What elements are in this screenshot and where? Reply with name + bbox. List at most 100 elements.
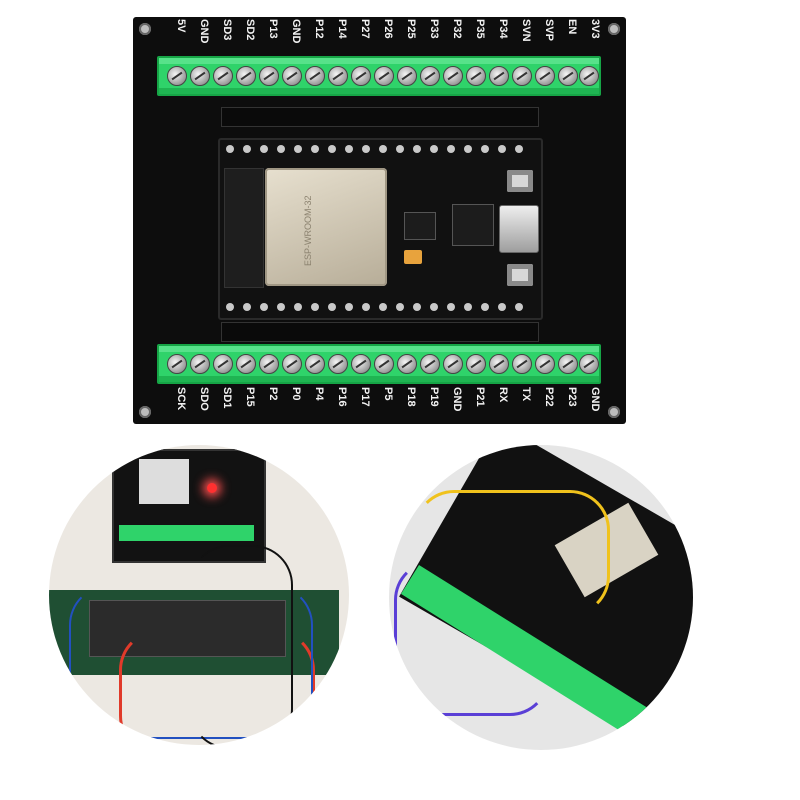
pin-label: SVP (543, 19, 555, 42)
pin-label: P21 (474, 387, 486, 407)
pin-label: P34 (497, 19, 509, 39)
screw-icon (512, 354, 532, 374)
red-led-icon (207, 483, 217, 493)
pin-label: SCK (175, 387, 187, 411)
top-screw-terminal (157, 56, 601, 96)
pin-label: P22 (543, 387, 555, 407)
bottom-screw-terminal (157, 344, 601, 384)
wire-black (189, 545, 293, 745)
closeup-photo-right (389, 445, 693, 750)
screw-icon (489, 354, 509, 374)
pin-label: TX (520, 387, 532, 402)
pin-label: P4 (313, 387, 325, 401)
screw-icon (535, 66, 555, 86)
esp-top-pins (226, 144, 532, 154)
screw-icon (351, 354, 371, 374)
screw-icon (190, 66, 210, 86)
screw-icon (443, 66, 463, 86)
pin-label: P14 (336, 19, 348, 39)
pin-label: P0 (290, 387, 302, 401)
pin-label: GND (290, 19, 302, 44)
antenna-area (224, 168, 264, 288)
screw-icon (535, 354, 555, 374)
screw-icon (579, 66, 599, 86)
pin-label: P15 (244, 387, 256, 407)
screw-icon (167, 66, 187, 86)
pin-label: GND (198, 19, 210, 44)
pin-label: P32 (451, 19, 463, 39)
screw-icon (420, 354, 440, 374)
mount-hole-bottom-left (139, 406, 151, 418)
usb-port-icon (499, 205, 539, 253)
mount-hole-top-left (139, 23, 151, 35)
pin-label: P18 (405, 387, 417, 407)
mini-terminal (119, 525, 254, 541)
pin-label: P27 (359, 19, 371, 39)
screw-icon (236, 354, 256, 374)
pin-label: P16 (336, 387, 348, 407)
pin-label: SD1 (221, 387, 233, 409)
tantalum-cap (404, 250, 422, 264)
pin-label: 5V (175, 19, 187, 33)
pin-label: P33 (428, 19, 440, 39)
pin-label: P12 (313, 19, 325, 39)
boot-button (507, 170, 533, 192)
pin-label: P19 (428, 387, 440, 407)
screw-icon (374, 354, 394, 374)
pin-label: GND (589, 387, 601, 412)
pin-label: SD2 (244, 19, 256, 41)
screw-icon (282, 354, 302, 374)
barrier-strip (89, 600, 286, 657)
pin-label: RX (497, 387, 509, 403)
usb-uart-chip (452, 204, 494, 246)
screw-icon (305, 66, 325, 86)
pin-label: GND (451, 387, 463, 412)
screw-icon (512, 66, 532, 86)
mini-board (112, 449, 266, 563)
screw-icon (558, 66, 578, 86)
wire-red (119, 630, 315, 745)
pin-label: P2 (267, 387, 279, 401)
pin-label: P13 (267, 19, 279, 39)
screw-icon (397, 66, 417, 86)
screw-icon (259, 354, 279, 374)
wire-yellow (414, 490, 610, 616)
mini-module (139, 459, 189, 504)
screw-icon (213, 354, 233, 374)
screw-icon (167, 354, 187, 374)
module-text: ESP-WROOM-32 (303, 195, 313, 266)
screw-icon (443, 354, 463, 374)
esp32-devkit: ESP-WROOM-32 (218, 138, 543, 320)
bottom-female-header (221, 322, 539, 342)
screw-icon (374, 66, 394, 86)
pin-label: P26 (382, 19, 394, 39)
reset-button (507, 264, 533, 286)
screw-icon (236, 66, 256, 86)
screw-icon (558, 354, 578, 374)
screw-icon (259, 66, 279, 86)
mount-hole-top-right (608, 23, 620, 35)
screw-icon (420, 66, 440, 86)
pin-label: P35 (474, 19, 486, 39)
screw-icon (466, 354, 486, 374)
bottom-pin-labels: SCK SDO SD1 P15 P2 P0 P4 P16 P17 P5 P18 … (133, 387, 626, 423)
esp-bottom-pins (226, 302, 532, 312)
regulator-chip (404, 212, 436, 240)
screw-icon (328, 354, 348, 374)
pin-label: P5 (382, 387, 394, 401)
pin-label: P23 (566, 387, 578, 407)
wire-purple (394, 560, 550, 716)
pin-label: 3V3 (589, 19, 601, 39)
wiring-photo-left (49, 445, 349, 745)
pin-label: SD3 (221, 19, 233, 41)
pin-label: SDO (198, 387, 210, 411)
screw-icon (213, 66, 233, 86)
top-female-header (221, 107, 539, 127)
screw-icon (579, 354, 599, 374)
screw-icon (328, 66, 348, 86)
mount-hole-bottom-right (608, 406, 620, 418)
screw-icon (305, 354, 325, 374)
screw-icon (351, 66, 371, 86)
wroom-module: ESP-WROOM-32 (265, 168, 387, 286)
pin-label: EN (566, 19, 578, 35)
